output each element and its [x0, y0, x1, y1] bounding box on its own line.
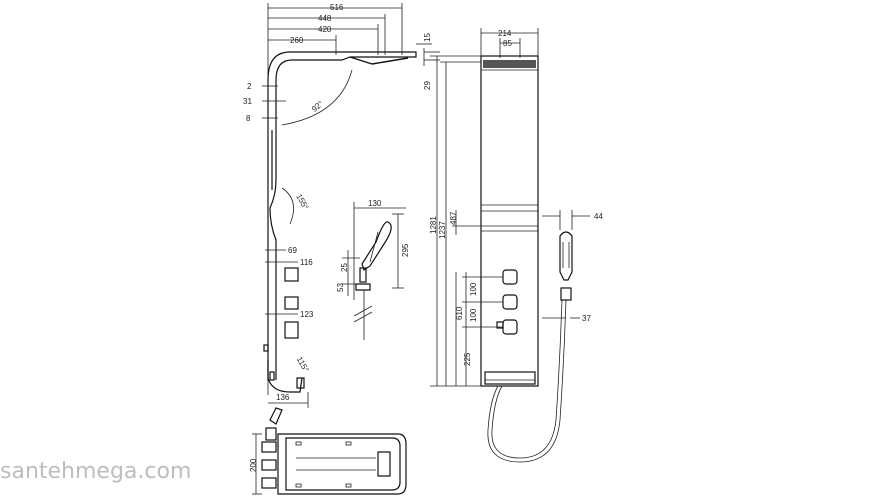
- front-dim-1281: 1281: [429, 216, 438, 234]
- angle-155: 155°: [294, 192, 310, 211]
- watermark-text: santehmega.com: [0, 459, 191, 484]
- hand-dim-25: 25: [340, 263, 349, 272]
- side-dim-44: 44: [594, 212, 603, 221]
- front-dim-100a: 100: [469, 282, 478, 296]
- dim-516: 516: [330, 3, 344, 12]
- front-dim-85: 85: [503, 39, 512, 48]
- front-view: 214 85 1281 1237 487 10: [429, 28, 603, 463]
- dim-15: 15: [423, 33, 432, 42]
- angle-115: 115°: [295, 355, 311, 373]
- dim-29: 29: [423, 81, 432, 90]
- side-view: 516 448 420 260 15 29 2 31 8 92° 155°: [243, 3, 440, 408]
- front-dim-610: 610: [455, 306, 464, 320]
- dim-123: 123: [300, 310, 314, 319]
- front-dim-214: 214: [498, 29, 512, 38]
- dim-69: 69: [288, 246, 297, 255]
- top-view: 200: [249, 407, 407, 495]
- dim-448: 448: [318, 14, 332, 23]
- front-dim-100b: 100: [469, 308, 478, 322]
- dim-136: 136: [276, 393, 290, 402]
- dim-200: 200: [249, 458, 258, 472]
- dim-31: 31: [243, 97, 252, 106]
- hand-dim-130: 130: [368, 199, 382, 208]
- dim-116: 116: [300, 258, 313, 267]
- angle-92: 92°: [310, 99, 325, 114]
- side-dim-37: 37: [582, 314, 591, 323]
- dim-2: 2: [247, 82, 252, 91]
- front-dim-487: 487: [449, 211, 458, 225]
- dim-420: 420: [318, 25, 332, 34]
- front-dim-1237: 1237: [438, 221, 447, 239]
- hand-dim-295: 295: [401, 243, 410, 257]
- front-dim-225: 225: [463, 352, 472, 366]
- hand-dim-53: 53: [336, 283, 345, 292]
- hand-shower-view: 130 295 25 53: [336, 199, 410, 340]
- dim-260: 260: [290, 36, 304, 45]
- dim-8: 8: [246, 114, 251, 123]
